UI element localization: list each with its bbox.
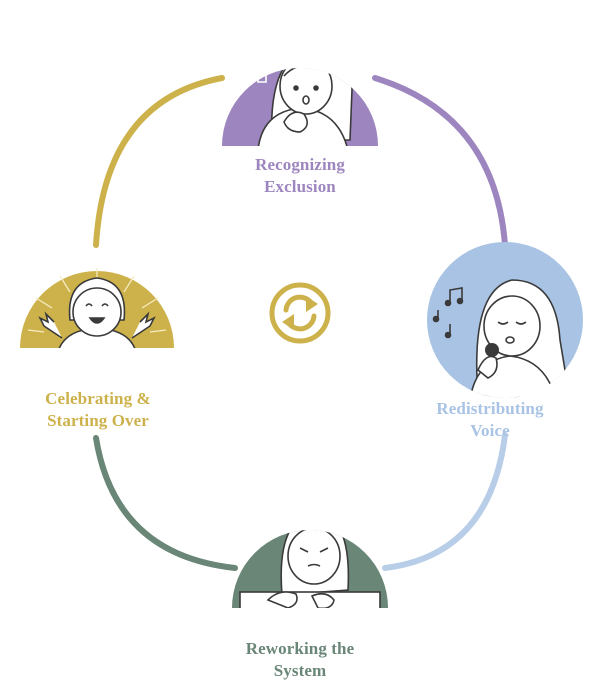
- stage-label-recognizing-exclusion: Recognizing Exclusion: [200, 154, 400, 198]
- arc-left-to-top: [93, 75, 225, 248]
- stage-label-line: System: [273, 661, 327, 680]
- stage-label-line: Exclusion: [264, 177, 336, 196]
- arc-top-to-right: [372, 75, 508, 248]
- lightbulb-icon: [244, 50, 280, 83]
- illustration-right: [427, 242, 583, 398]
- stage-label-line: Voice: [470, 421, 510, 440]
- music-notes-icon: [432, 287, 464, 339]
- illustration-bottom: [232, 512, 388, 608]
- sweat-drops-icon: [273, 512, 289, 532]
- stage-label-redistributing-voice: Redistributing Voice: [400, 398, 580, 442]
- stage-label-line: Starting Over: [47, 411, 149, 430]
- refresh-cycle-icon: [269, 282, 331, 344]
- stage-label-celebrating-starting-over: Celebrating & Starting Over: [0, 388, 196, 432]
- arc-right-to-bottom: [382, 432, 508, 571]
- illustration-left: [20, 268, 174, 348]
- illustration-top: [221, 50, 378, 146]
- stage-label-line: Recognizing: [255, 155, 345, 174]
- stage-label-line: Redistributing: [436, 399, 544, 418]
- arc-bottom-to-left: [93, 435, 238, 571]
- stage-label-line: Celebrating &: [45, 389, 151, 408]
- sunburst-rays: [27, 268, 167, 333]
- stage-label-reworking-the-system: Reworking the System: [200, 638, 400, 682]
- stage-label-line: Reworking the: [245, 639, 355, 658]
